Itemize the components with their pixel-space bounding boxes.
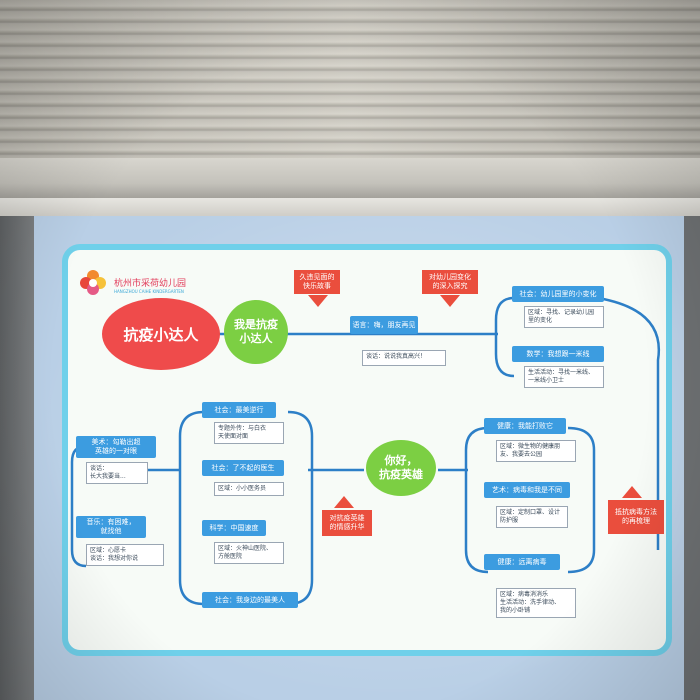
far-left-detail-1: 谈话： 长大我要当... [86, 462, 148, 484]
far-left-bracket [70, 444, 87, 568]
wall-right [684, 216, 700, 700]
right-detail-1: 区域：微生物的健康朋 友、我要去公园 [496, 440, 576, 462]
subtopic-2-label: 你好， 抗疫英雄 [379, 454, 423, 481]
top-center-node: 语言：嗨，朋友再见 [350, 316, 418, 334]
left-node-2: 社会：了不起的医生 [202, 460, 284, 476]
left-node-1: 社会：最美逆行 [202, 402, 276, 418]
right-bracket [464, 426, 489, 574]
callout-bottom-left: 对抗疫英雄 的情感升华 [322, 510, 372, 536]
arrow-up-1 [334, 496, 354, 508]
right-node-2: 艺术：病毒和我是不同 [484, 482, 570, 498]
left-bracket [178, 410, 205, 606]
ceiling-rail [0, 158, 700, 200]
callout-bottom-right: 抵抗病毒方法 的再梳理 [608, 500, 664, 534]
arrow-down-2 [440, 295, 460, 307]
left-detail-2: 区域：小小医务员 [214, 482, 284, 496]
logo-name: 杭州市采荷幼儿园 [114, 279, 187, 289]
subtopic-oval-1: 我是抗疫 小达人 [224, 300, 288, 364]
arrow-up-2 [622, 486, 642, 498]
left-node-3: 科学：中国速度 [202, 520, 266, 536]
main-topic-label: 抗疫小达人 [123, 325, 199, 344]
top-right-detail-1: 区域：寻找、记录幼儿园 里的变化 [524, 306, 604, 328]
far-left-node-2: 音乐：有困难， 就找他 [76, 516, 146, 538]
wall-left [0, 216, 34, 700]
callout-top-2: 对幼儿园变化 的深入探究 [422, 270, 478, 294]
connector-lines [70, 296, 661, 606]
left-detail-3: 区域：火神山医院、 方舱医院 [214, 542, 284, 564]
top-center-detail: 谈话：说说我真高兴！ [362, 350, 446, 366]
top-right-node-1: 社会：幼儿园里的小变化 [512, 286, 604, 302]
left-node-4: 社会：我身边的最美人 [202, 592, 298, 608]
school-logo: 杭州市采荷幼儿园 HANGZHOU CAIHE KINDERGARTEN [78, 268, 198, 298]
right-detail-2: 区域：定制口罩、设计 防护服 [496, 506, 568, 528]
right-node-1: 健康：我能打败它 [484, 418, 566, 434]
far-left-detail-2: 区域：心愿卡 谈话：我想对你说 [86, 544, 164, 566]
logo-subtitle: HANGZHOU CAIHE KINDERGARTEN [114, 289, 184, 294]
top-right-detail-2: 生活活动：寻找一米线、 一米线小卫士 [524, 366, 604, 388]
right-node-3: 健康：远离病毒 [484, 554, 560, 570]
far-left-node-1: 美术：勾勒出超 英雄的一对眼 [76, 436, 156, 458]
main-topic-oval: 抗疫小达人 [102, 298, 220, 370]
arrow-down-1 [308, 295, 328, 307]
subtopic-1-label: 我是抗疫 小达人 [234, 318, 278, 345]
subtopic-oval-2: 你好， 抗疫英雄 [366, 440, 436, 496]
left-bracket-inner [287, 410, 314, 606]
right-detail-3: 区域：病毒消消乐 生活活动：洗手律动、 我的小卧铺 [496, 588, 576, 618]
right-bracket-outer [567, 426, 596, 574]
left-detail-1: 专题外传：与白衣 天使面对面 [214, 422, 284, 444]
top-right-node-2: 数学：我想跟一米线 [512, 346, 604, 362]
callout-top-1: 久违见面的 快乐故事 [294, 270, 340, 294]
flower-icon [80, 270, 106, 295]
right-outer-arc [597, 296, 661, 550]
top-right-bracket [494, 296, 515, 378]
projector-screen-case [0, 198, 700, 218]
mind-map-slide: 杭州市采荷幼儿园 HANGZHOU CAIHE KINDERGARTEN 抗疫小… [62, 244, 672, 656]
